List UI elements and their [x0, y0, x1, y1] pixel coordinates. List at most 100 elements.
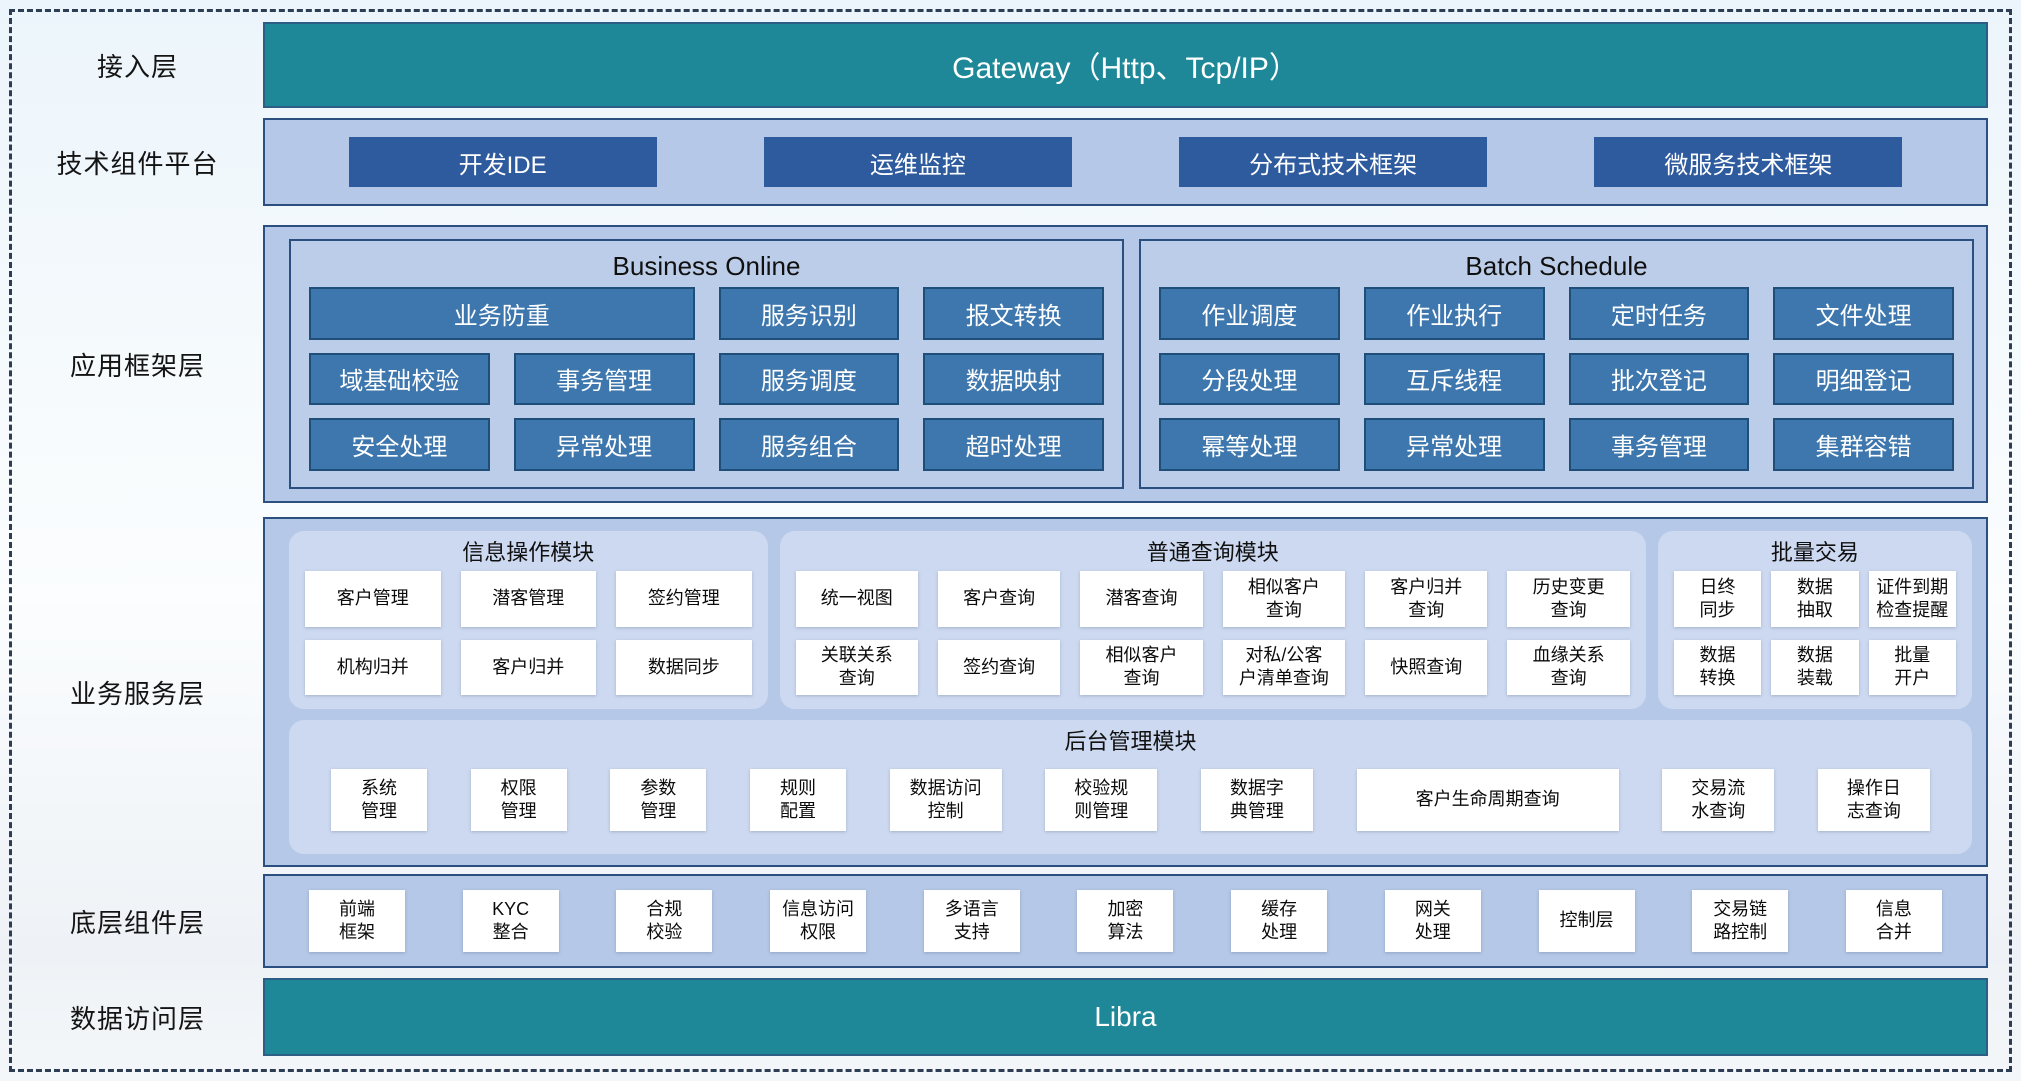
business-online-grid: 业务防重 服务识别 报文转换 域基础校验 事务管理 服务调度 数据映射 安全处理… — [309, 287, 1104, 471]
service-cell: 权限 管理 — [470, 769, 567, 831]
layer-access: 接入层 Gateway（Http、Tcp/IP） — [12, 22, 1988, 108]
batch-transaction-module: 批量交易 日终 同步 数据 抽取 证件到期 检查提醒 数据 转换 数据 装载 批… — [1657, 531, 1972, 709]
tech-item-microservice-framework: 微服务技术框架 — [1594, 137, 1903, 187]
app-cell: 明细登记 — [1773, 352, 1954, 406]
service-cell: 规则 配置 — [749, 769, 846, 831]
layer-label-base-components: 底层组件层 — [69, 907, 205, 938]
app-cell: 集群容错 — [1773, 418, 1954, 471]
service-cell: 血缘关系 查询 — [1507, 639, 1630, 695]
service-cell: 数据访问 控制 — [889, 769, 1002, 831]
admin-management-title: 后台管理模块 — [1064, 729, 1197, 754]
service-cell: 数据字 典管理 — [1200, 769, 1313, 831]
service-cell: 关联关系 查询 — [795, 639, 918, 695]
service-cell: 批量 开户 — [1868, 639, 1956, 695]
service-cell: 客户归并 — [460, 639, 597, 695]
app-cell: 安全处理 — [309, 418, 490, 471]
layer-label-tech-platform: 技术组件平台 — [56, 148, 219, 179]
service-cell: 签约管理 — [616, 571, 752, 627]
service-cell: 客户管理 — [305, 571, 441, 627]
base-cell: KYC 整合 — [462, 890, 559, 952]
batch-schedule-panel: Batch Schedule 作业调度 作业执行 定时任务 文件处理 分段处理 … — [1139, 239, 1974, 489]
info-operation-grid: 客户管理 潜客管理 签约管理 机构归并 客户归并 数据同步 — [305, 571, 752, 695]
service-cell: 对私/公客 户清单查询 — [1222, 639, 1346, 695]
app-cell: 定时任务 — [1568, 287, 1750, 340]
admin-management-row: 系统 管理 权限 管理 参数 管理 规则 配置 数据访问 控制 校验规 则管理 … — [305, 760, 1956, 840]
business-online-title: Business Online — [612, 251, 801, 281]
app-cell: 作业执行 — [1363, 287, 1545, 340]
tech-item-dev-ide: 开发IDE — [348, 137, 657, 187]
layer-data-access: 数据访问层 Libra — [12, 978, 1988, 1056]
base-cell: 控制层 — [1538, 890, 1635, 952]
service-cell: 数据 装载 — [1771, 639, 1859, 695]
service-cell: 相似客户 查询 — [1080, 639, 1203, 695]
service-cell: 日终 同步 — [1673, 571, 1762, 627]
base-cell: 加密 算法 — [1077, 890, 1174, 952]
service-cell: 签约查询 — [937, 639, 1061, 695]
base-cell: 交易链 路控制 — [1692, 890, 1789, 952]
app-cell: 异常处理 — [1363, 418, 1545, 471]
base-cell: 前端 框架 — [309, 890, 405, 952]
batch-schedule-title: Batch Schedule — [1465, 251, 1648, 281]
gateway-bar: Gateway（Http、Tcp/IP） — [263, 22, 1988, 108]
service-cell: 快照查询 — [1365, 639, 1488, 695]
tech-item-distributed-framework: 分布式技术框架 — [1179, 137, 1488, 187]
app-cell: 作业调度 — [1159, 287, 1340, 340]
service-cell: 交易流 水查询 — [1662, 769, 1775, 831]
general-query-module: 普通查询模块 统一视图 客户查询 潜客查询 相似客户 查询 客户归并 查询 历史… — [779, 531, 1646, 709]
layer-business-service: 业务服务层 信息操作模块 客户管理 潜客管理 签约管理 机构归并 客户归并 数据… — [12, 517, 1988, 867]
tech-platform-container: 开发IDE 运维监控 分布式技术框架 微服务技术框架 — [263, 118, 1988, 206]
base-cell: 信息 合并 — [1845, 890, 1942, 952]
app-cell: 数据映射 — [923, 352, 1104, 406]
admin-management-module: 后台管理模块 系统 管理 权限 管理 参数 管理 规则 配置 数据访问 控制 校… — [289, 720, 1972, 854]
app-cell: 分段处理 — [1159, 352, 1340, 406]
service-cell: 系统 管理 — [331, 769, 427, 831]
service-top-modules: 信息操作模块 客户管理 潜客管理 签约管理 机构归并 客户归并 数据同步 普通查… — [289, 531, 1972, 709]
layer-tech-platform: 技术组件平台 开发IDE 运维监控 分布式技术框架 微服务技术框架 — [12, 118, 1988, 206]
app-cell: 服务组合 — [718, 418, 900, 471]
app-cell: 文件处理 — [1773, 287, 1954, 340]
layer-base-components: 底层组件层 前端 框架 KYC 整合 合规 校验 信息访问 权限 多语言 支持 … — [12, 874, 1988, 968]
base-cell: 多语言 支持 — [923, 890, 1020, 952]
service-cell: 数据同步 — [616, 639, 752, 695]
batch-transaction-title: 批量交易 — [1770, 540, 1859, 565]
business-online-panel: Business Online 业务防重 服务识别 报文转换 域基础校验 事务管… — [289, 239, 1124, 489]
layer-app-framework: 应用框架层 Business Online 业务防重 服务识别 报文转换 域基础… — [12, 225, 1988, 503]
architecture-diagram: 接入层 Gateway（Http、Tcp/IP） 技术组件平台 开发IDE 运维… — [12, 22, 1988, 1056]
service-cell: 历史变更 查询 — [1507, 571, 1630, 627]
general-query-grid: 统一视图 客户查询 潜客查询 相似客户 查询 客户归并 查询 历史变更 查询 关… — [795, 571, 1630, 695]
app-cell: 事务管理 — [1568, 418, 1750, 471]
service-cell: 潜客管理 — [460, 571, 597, 627]
service-cell: 参数 管理 — [610, 769, 707, 831]
app-cell: 互斥线程 — [1363, 352, 1545, 406]
service-cell: 客户查询 — [937, 571, 1061, 627]
service-cell: 操作日 志查询 — [1817, 769, 1930, 831]
layer-label-app-framework: 应用框架层 — [69, 350, 205, 381]
libra-bar: Libra — [263, 978, 1988, 1056]
batch-schedule-grid: 作业调度 作业执行 定时任务 文件处理 分段处理 互斥线程 批次登记 明细登记 … — [1159, 287, 1954, 471]
app-cell: 服务识别 — [718, 287, 900, 340]
base-cell: 缓存 处理 — [1231, 890, 1328, 952]
app-framework-container: Business Online 业务防重 服务识别 报文转换 域基础校验 事务管… — [263, 225, 1988, 503]
info-operation-module: 信息操作模块 客户管理 潜客管理 签约管理 机构归并 客户归并 数据同步 — [289, 531, 768, 709]
base-cell: 合规 校验 — [616, 890, 713, 952]
service-cell: 数据 抽取 — [1771, 571, 1859, 627]
general-query-title: 普通查询模块 — [1146, 540, 1279, 565]
base-components-container: 前端 框架 KYC 整合 合规 校验 信息访问 权限 多语言 支持 加密 算法 … — [263, 874, 1988, 968]
service-cell: 校验规 则管理 — [1045, 769, 1158, 831]
app-cell: 事务管理 — [513, 352, 695, 406]
service-cell: 相似客户 查询 — [1222, 571, 1346, 627]
batch-transaction-grid: 日终 同步 数据 抽取 证件到期 检查提醒 数据 转换 数据 装载 批量 开户 — [1673, 571, 1956, 695]
info-operation-title: 信息操作模块 — [462, 540, 595, 565]
service-cell: 证件到期 检查提醒 — [1868, 571, 1956, 627]
tech-item-ops-monitoring: 运维监控 — [763, 137, 1072, 187]
service-cell: 潜客查询 — [1080, 571, 1203, 627]
layer-label-access: 接入层 — [96, 51, 178, 82]
service-cell: 统一视图 — [795, 571, 918, 627]
business-service-container: 信息操作模块 客户管理 潜客管理 签约管理 机构归并 客户归并 数据同步 普通查… — [263, 517, 1988, 867]
app-cell: 超时处理 — [923, 418, 1104, 471]
app-cell: 域基础校验 — [309, 352, 490, 406]
app-cell: 报文转换 — [923, 287, 1104, 340]
app-cell: 异常处理 — [513, 418, 695, 471]
base-cell: 网关 处理 — [1384, 890, 1481, 952]
app-cell: 业务防重 — [309, 287, 695, 340]
